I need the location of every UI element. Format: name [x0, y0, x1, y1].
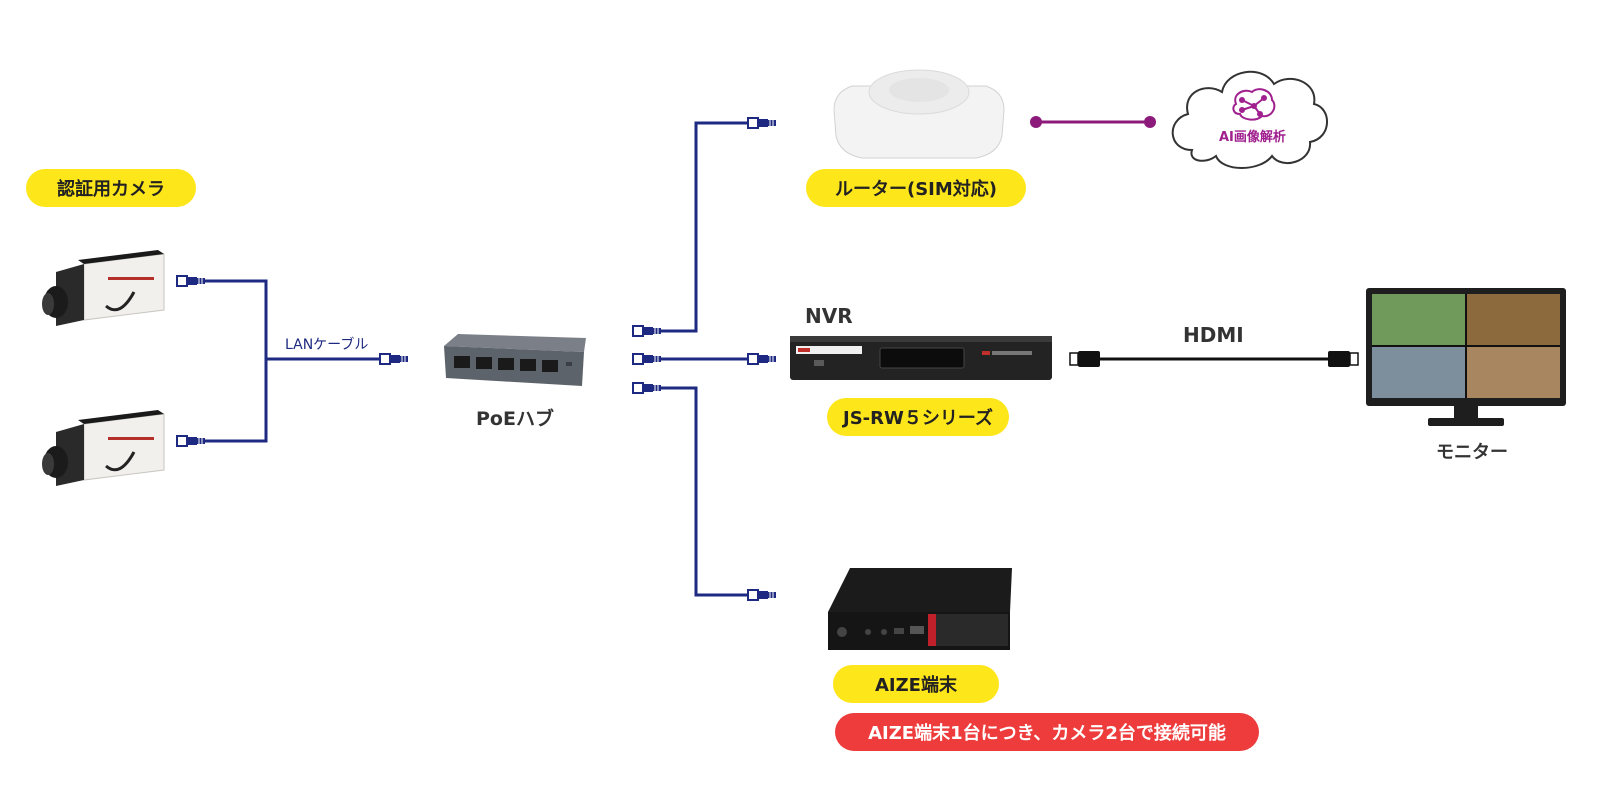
router-icon [833, 69, 1005, 159]
cloud-label: AI画像解析 [1219, 130, 1286, 145]
lan-cable-to-aize [632, 382, 777, 601]
poe-hub-icon [444, 334, 586, 386]
router-label: ルーター(SIM対応) [806, 169, 1026, 207]
lan-cable-camera-top [176, 275, 268, 359]
camera-icon [42, 250, 165, 326]
lan-cable-camera-bottom [176, 359, 268, 447]
lan-cable-label: LANケーブル [285, 337, 369, 353]
camera-icon [42, 410, 165, 486]
lan-cable-to-hub [266, 353, 409, 365]
aize-label: AIZE端末 [833, 665, 999, 703]
brain-network-icon [1232, 88, 1276, 121]
lan-cable-to-nvr [632, 353, 777, 365]
camera-group-label: 認証用カメラ [26, 169, 196, 207]
monitor-icon [1366, 288, 1566, 426]
monitor-label: モニター [1436, 442, 1508, 463]
router-cloud-link [1030, 116, 1156, 128]
poe-hub-label: PoEハブ [476, 408, 554, 430]
hdmi-label: HDMI [1183, 323, 1244, 347]
note-badge: AIZE端末1台につき、カメラ2台で接続可能 [835, 713, 1259, 751]
nvr-series-label: JS-RW５シリーズ [827, 398, 1009, 436]
nvr-icon [790, 336, 1052, 380]
mini-pc-icon [828, 568, 1012, 650]
nvr-title: NVR [805, 304, 853, 328]
hdmi-cable [1069, 351, 1359, 367]
lan-cable-to-router [632, 117, 777, 337]
